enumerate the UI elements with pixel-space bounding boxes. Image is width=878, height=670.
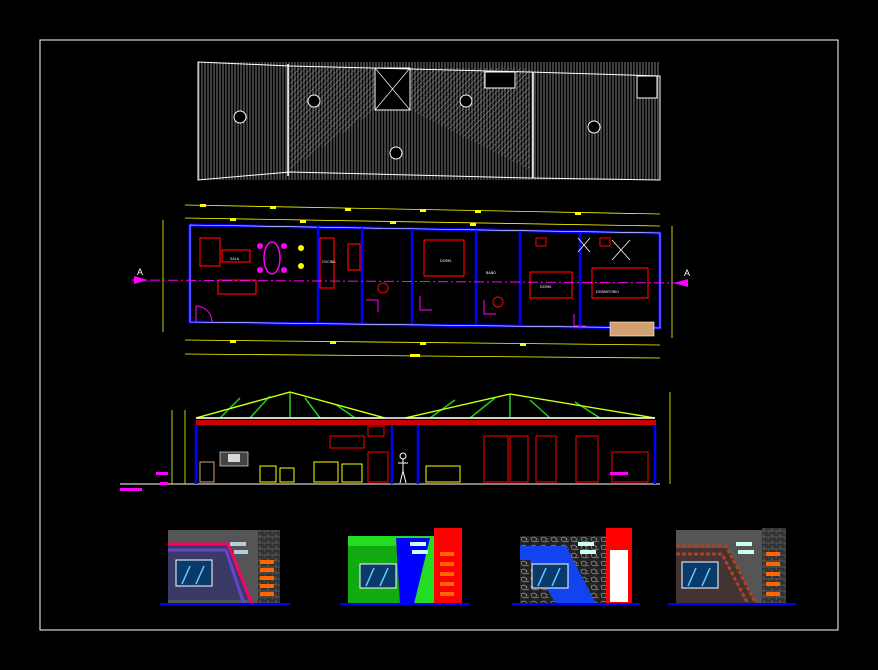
elevation-3 [512, 528, 640, 605]
slope-arrow-icon [587, 120, 601, 134]
slope-arrow-icon [307, 94, 321, 108]
elevation-4 [668, 528, 796, 605]
slope-arrow-icon [233, 110, 247, 124]
section-line-a [131, 279, 691, 284]
room-label-dorm-2: DORM. [540, 285, 552, 289]
room-label-sala: SALA [230, 257, 240, 261]
roof-plan [197, 61, 661, 181]
human-scale-figure-icon [398, 452, 408, 484]
sheet-frame [39, 39, 839, 631]
room-label-dormitorio: DORMITORIO [596, 290, 619, 294]
slope-arrow-icon [459, 94, 473, 108]
slope-arrow-icon [389, 146, 403, 160]
dining-table-icon [263, 241, 281, 275]
section-a-a [120, 391, 671, 491]
elevation-2 [340, 528, 470, 605]
room-label-bano: BAÑO [486, 270, 496, 275]
section-marker-right: A [684, 268, 690, 278]
room-label-dorm-1: DORM. [440, 259, 452, 263]
room-label-cocina: COCINA [322, 260, 336, 264]
floor-plan: A A SALA COCINA DORM. BAÑO DORM. DORMITO… [131, 204, 691, 359]
section-marker-left: A [137, 267, 143, 277]
elevation-1 [160, 530, 290, 605]
